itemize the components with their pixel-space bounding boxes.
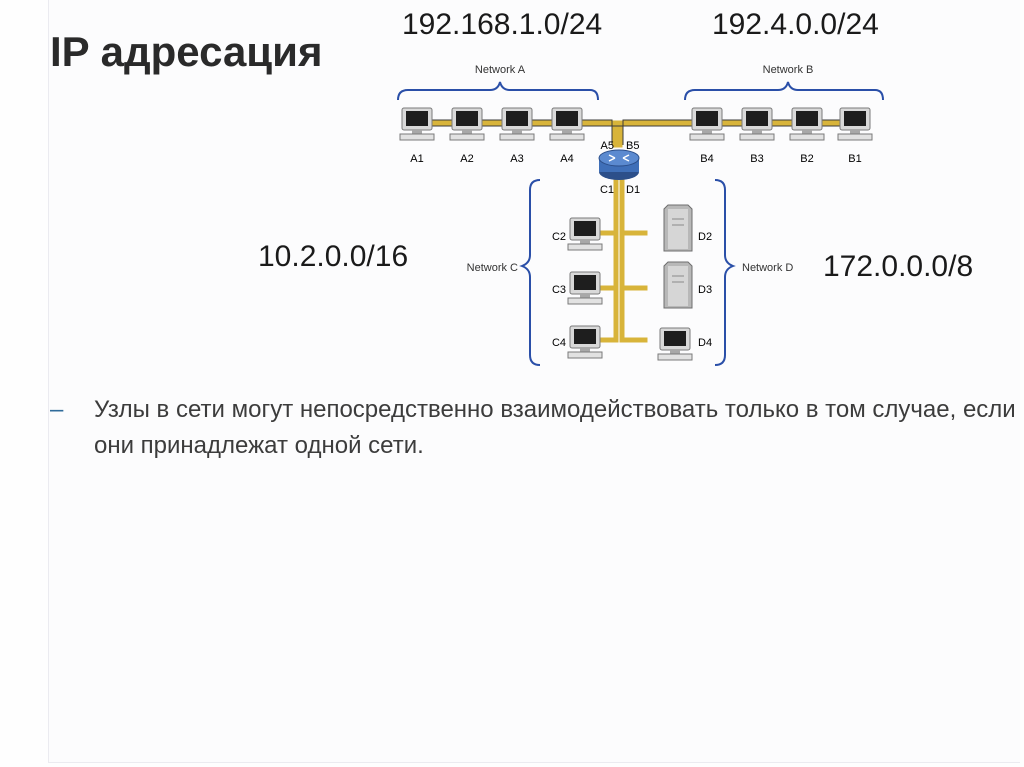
- host-label: D2: [698, 231, 712, 243]
- host-b2: B2: [789, 107, 825, 165]
- bracket-network-c: [519, 179, 541, 366]
- host-label: C2: [552, 231, 566, 243]
- network-c-label: Network C: [467, 262, 518, 274]
- router-port-d: D1: [626, 184, 640, 196]
- network-d-label: Network D: [742, 262, 793, 274]
- host-label: B3: [750, 153, 763, 165]
- bracket-network-d: [714, 179, 736, 366]
- host-label: D3: [698, 284, 712, 296]
- network-b-cidr: 192.4.0.0/24: [712, 8, 879, 41]
- host-a4: A4: [549, 107, 585, 165]
- router-icon: [598, 149, 640, 180]
- host-label: B4: [700, 153, 713, 165]
- network-a-cidr: 192.168.1.0/24: [402, 8, 603, 41]
- network-d-cidr: 172.0.0.0/8: [823, 250, 974, 283]
- host-label: A3: [510, 153, 523, 165]
- bracket-network-a: [397, 81, 599, 101]
- cable-network-c: [599, 167, 619, 343]
- bullet-dash: –: [50, 396, 64, 423]
- network-c-cidr: 10.2.0.0/16: [258, 240, 409, 273]
- host-b4: B4: [689, 107, 725, 165]
- cable-network-d: [619, 167, 648, 343]
- slide-title: IP адресация: [50, 28, 323, 75]
- host-a3: A3: [499, 107, 535, 165]
- bracket-network-b: [684, 81, 884, 101]
- host-label: D4: [698, 337, 712, 349]
- host-label: C3: [552, 284, 566, 296]
- host-a1: A1: [399, 107, 435, 165]
- host-c3: C3: [552, 271, 603, 305]
- host-c2: C2: [552, 217, 603, 251]
- host-a2: A2: [449, 107, 485, 165]
- bullet-text: Узлы в сети могут непосредственно взаимо…: [94, 396, 1016, 459]
- host-d2: D2: [663, 204, 712, 252]
- host-d4: D4: [657, 327, 712, 361]
- host-b3: B3: [739, 107, 775, 165]
- brackets: [397, 81, 884, 366]
- host-label: A1: [410, 153, 423, 165]
- host-c4: C4: [552, 325, 603, 359]
- host-label: C4: [552, 337, 566, 349]
- cable-network-b: [617, 120, 853, 148]
- host-label: A4: [560, 153, 573, 165]
- network-a-label: Network A: [475, 64, 526, 76]
- network-diagram: Network A Network B Network C Network D …: [397, 64, 884, 366]
- host-b1: B1: [837, 107, 873, 165]
- host-label: B2: [800, 153, 813, 165]
- host-label: A2: [460, 153, 473, 165]
- router-port-c: C1: [600, 184, 614, 196]
- router-port-a: A5: [601, 140, 614, 152]
- router-port-b: B5: [626, 140, 639, 152]
- host-label: B1: [848, 153, 861, 165]
- network-b-label: Network B: [763, 64, 814, 76]
- host-d3: D3: [663, 261, 712, 309]
